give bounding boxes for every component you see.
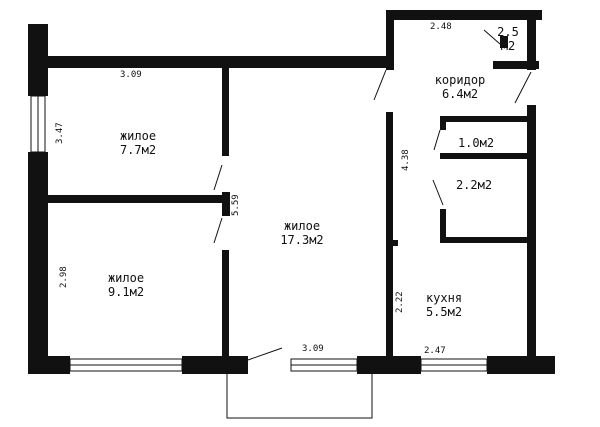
- dim-kitchen-width: 2.47: [424, 346, 446, 356]
- room-living-bottom-label: жилое 9.1м2: [86, 271, 166, 300]
- dim-bottom-left-room-height: 2.98: [58, 266, 69, 289]
- room-corridor-label: коридор 6.4м2: [420, 73, 500, 102]
- dim-main-room-height: 5.59: [230, 194, 241, 217]
- wall-bottom-mid-left: [182, 356, 248, 374]
- room-area: 5.5м2: [425, 304, 463, 319]
- room-living-main-label: жилое 17.3м2: [262, 219, 342, 248]
- wall-right-upper: [527, 10, 536, 70]
- wall-partition-lower: [222, 250, 229, 356]
- wall-bottom-left: [28, 356, 70, 374]
- wall-closet-left-lower: [440, 209, 446, 243]
- door-closet-2: [432, 179, 444, 206]
- wall-top-left: [28, 56, 386, 68]
- wall-corridor-divider: [386, 112, 393, 356]
- wall-left-bottom: [28, 224, 48, 374]
- door-right-exterior: [514, 71, 532, 104]
- wall-closet-mid: [440, 153, 530, 159]
- balcony: [226, 374, 373, 419]
- wall-partition-mid: [222, 192, 230, 216]
- door-bottom-room: [213, 217, 223, 244]
- wall-closet-left-upper: [440, 116, 446, 130]
- room-name: жилое: [283, 219, 321, 233]
- dim-top-left-room-height: 3.47: [54, 122, 65, 145]
- wall-stub: [393, 240, 398, 246]
- room-kitchen-label: кухня 5.5м2: [404, 291, 484, 320]
- dim-corridor-height: 4.38: [400, 149, 411, 172]
- room-closet-2-label: 2.2м2: [446, 178, 502, 193]
- door-corridor-entry: [373, 69, 387, 101]
- room-name: кухня: [425, 291, 463, 305]
- dim-kitchen-height: 2.22: [394, 291, 405, 314]
- door-closet-1: [433, 129, 441, 151]
- room-name: жилое: [107, 271, 145, 285]
- room-closet-1-label: 1.0м2: [448, 136, 504, 151]
- room-area: 17.3м2: [280, 232, 324, 247]
- room-small-label: 2.5 м2: [490, 25, 526, 54]
- wall-closet-top: [440, 116, 530, 122]
- wall-right-lower: [527, 105, 536, 370]
- room-name: жилое: [119, 129, 157, 143]
- room-area: 6.4м2: [441, 86, 479, 101]
- wall-bottom-right: [487, 356, 555, 374]
- balcony-door-swing: [247, 347, 283, 361]
- dim-main-room-width: 3.09: [302, 344, 324, 354]
- dim-corridor-top-width: 2.48: [430, 22, 452, 32]
- door-top-room: [213, 164, 223, 191]
- room-area: 2.2м2: [455, 178, 493, 192]
- wall-top-right: [386, 10, 542, 20]
- wall-left-middle: [28, 152, 48, 224]
- dim-top-left-room-width: 3.09: [120, 70, 142, 80]
- room-area: 2.5: [497, 25, 519, 39]
- room-living-top-label: жилое 7.7м2: [98, 129, 178, 158]
- wall-closet-bottom: [440, 237, 530, 243]
- room-area: 1.0м2: [457, 136, 495, 150]
- room-name: коридор: [434, 73, 486, 87]
- wall-partition-upper: [222, 68, 229, 156]
- wall-corridor-left-upper: [386, 10, 394, 70]
- room-area: 9.1м2: [107, 284, 145, 299]
- room-area-unit: м2: [500, 38, 516, 53]
- room-area: 7.7м2: [119, 142, 157, 157]
- wall-bottom-mid-right: [357, 356, 421, 374]
- door-small-room: [483, 29, 501, 45]
- wall-small-room-side: [500, 36, 508, 48]
- wall-top-room-bottom: [48, 195, 222, 203]
- wall-small-room-bottom: [493, 61, 539, 69]
